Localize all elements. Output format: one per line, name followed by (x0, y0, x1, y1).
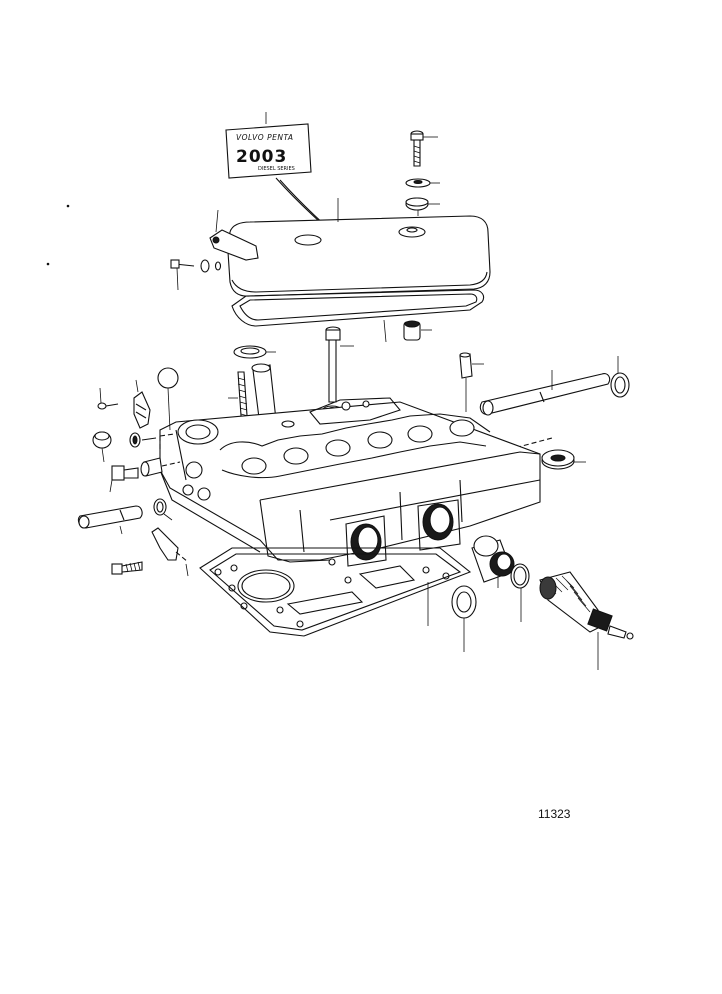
decal-model-text: 2003 (236, 147, 287, 167)
plug-cap[interactable] (92, 431, 112, 463)
sealing-ring-right[interactable] (541, 449, 586, 470)
stud-bolt[interactable] (325, 326, 354, 403)
reference-circle (157, 367, 179, 389)
assembly-dashed-line (161, 461, 181, 467)
clamp-bracket[interactable] (133, 379, 151, 429)
stray-mark (66, 204, 70, 208)
shaft-o-ring[interactable] (610, 356, 630, 398)
leader-line (167, 387, 171, 431)
rocker-shaft[interactable] (479, 370, 611, 416)
decal-brand-text: VOLVO PENTA (236, 133, 293, 142)
lock-tab[interactable] (151, 527, 189, 577)
port-seal[interactable] (451, 585, 477, 652)
cover-screw[interactable] (170, 259, 222, 291)
lifting-eye[interactable] (209, 209, 259, 261)
o-ring-left[interactable] (153, 498, 173, 521)
injector-seal-ring[interactable] (233, 345, 276, 359)
cover-bolt[interactable] (410, 130, 438, 167)
assembly-dashed-line (159, 433, 175, 452)
cylinder-head[interactable] (159, 397, 541, 567)
housing-o-ring[interactable] (510, 563, 530, 622)
hose-adapter[interactable] (140, 457, 163, 477)
drawing-number: 11323 (538, 807, 571, 821)
decal-sticker[interactable]: VOLVO PENTA 2003 DIESEL SERIES (225, 123, 312, 179)
head-gasket[interactable] (199, 547, 472, 637)
decal-subtitle-text: DIESEL SERIES (258, 166, 295, 172)
tab-screw[interactable] (111, 561, 143, 575)
cover-gasket[interactable] (231, 289, 485, 327)
pressure-valve[interactable] (539, 571, 634, 670)
cover-seal-washer[interactable] (405, 197, 440, 211)
leader-line (383, 319, 387, 343)
cover-washer[interactable] (405, 178, 440, 188)
plug-seal[interactable] (129, 432, 157, 448)
stray-mark (46, 262, 50, 266)
valve-cover[interactable] (227, 202, 491, 297)
dowel-pin[interactable] (459, 352, 484, 412)
rubber-bush[interactable] (403, 320, 432, 341)
valve-housing[interactable] (471, 535, 515, 588)
small-screw-left[interactable] (97, 387, 119, 410)
banjo-bolt[interactable] (109, 465, 139, 493)
sleeve-tube[interactable] (77, 505, 143, 535)
